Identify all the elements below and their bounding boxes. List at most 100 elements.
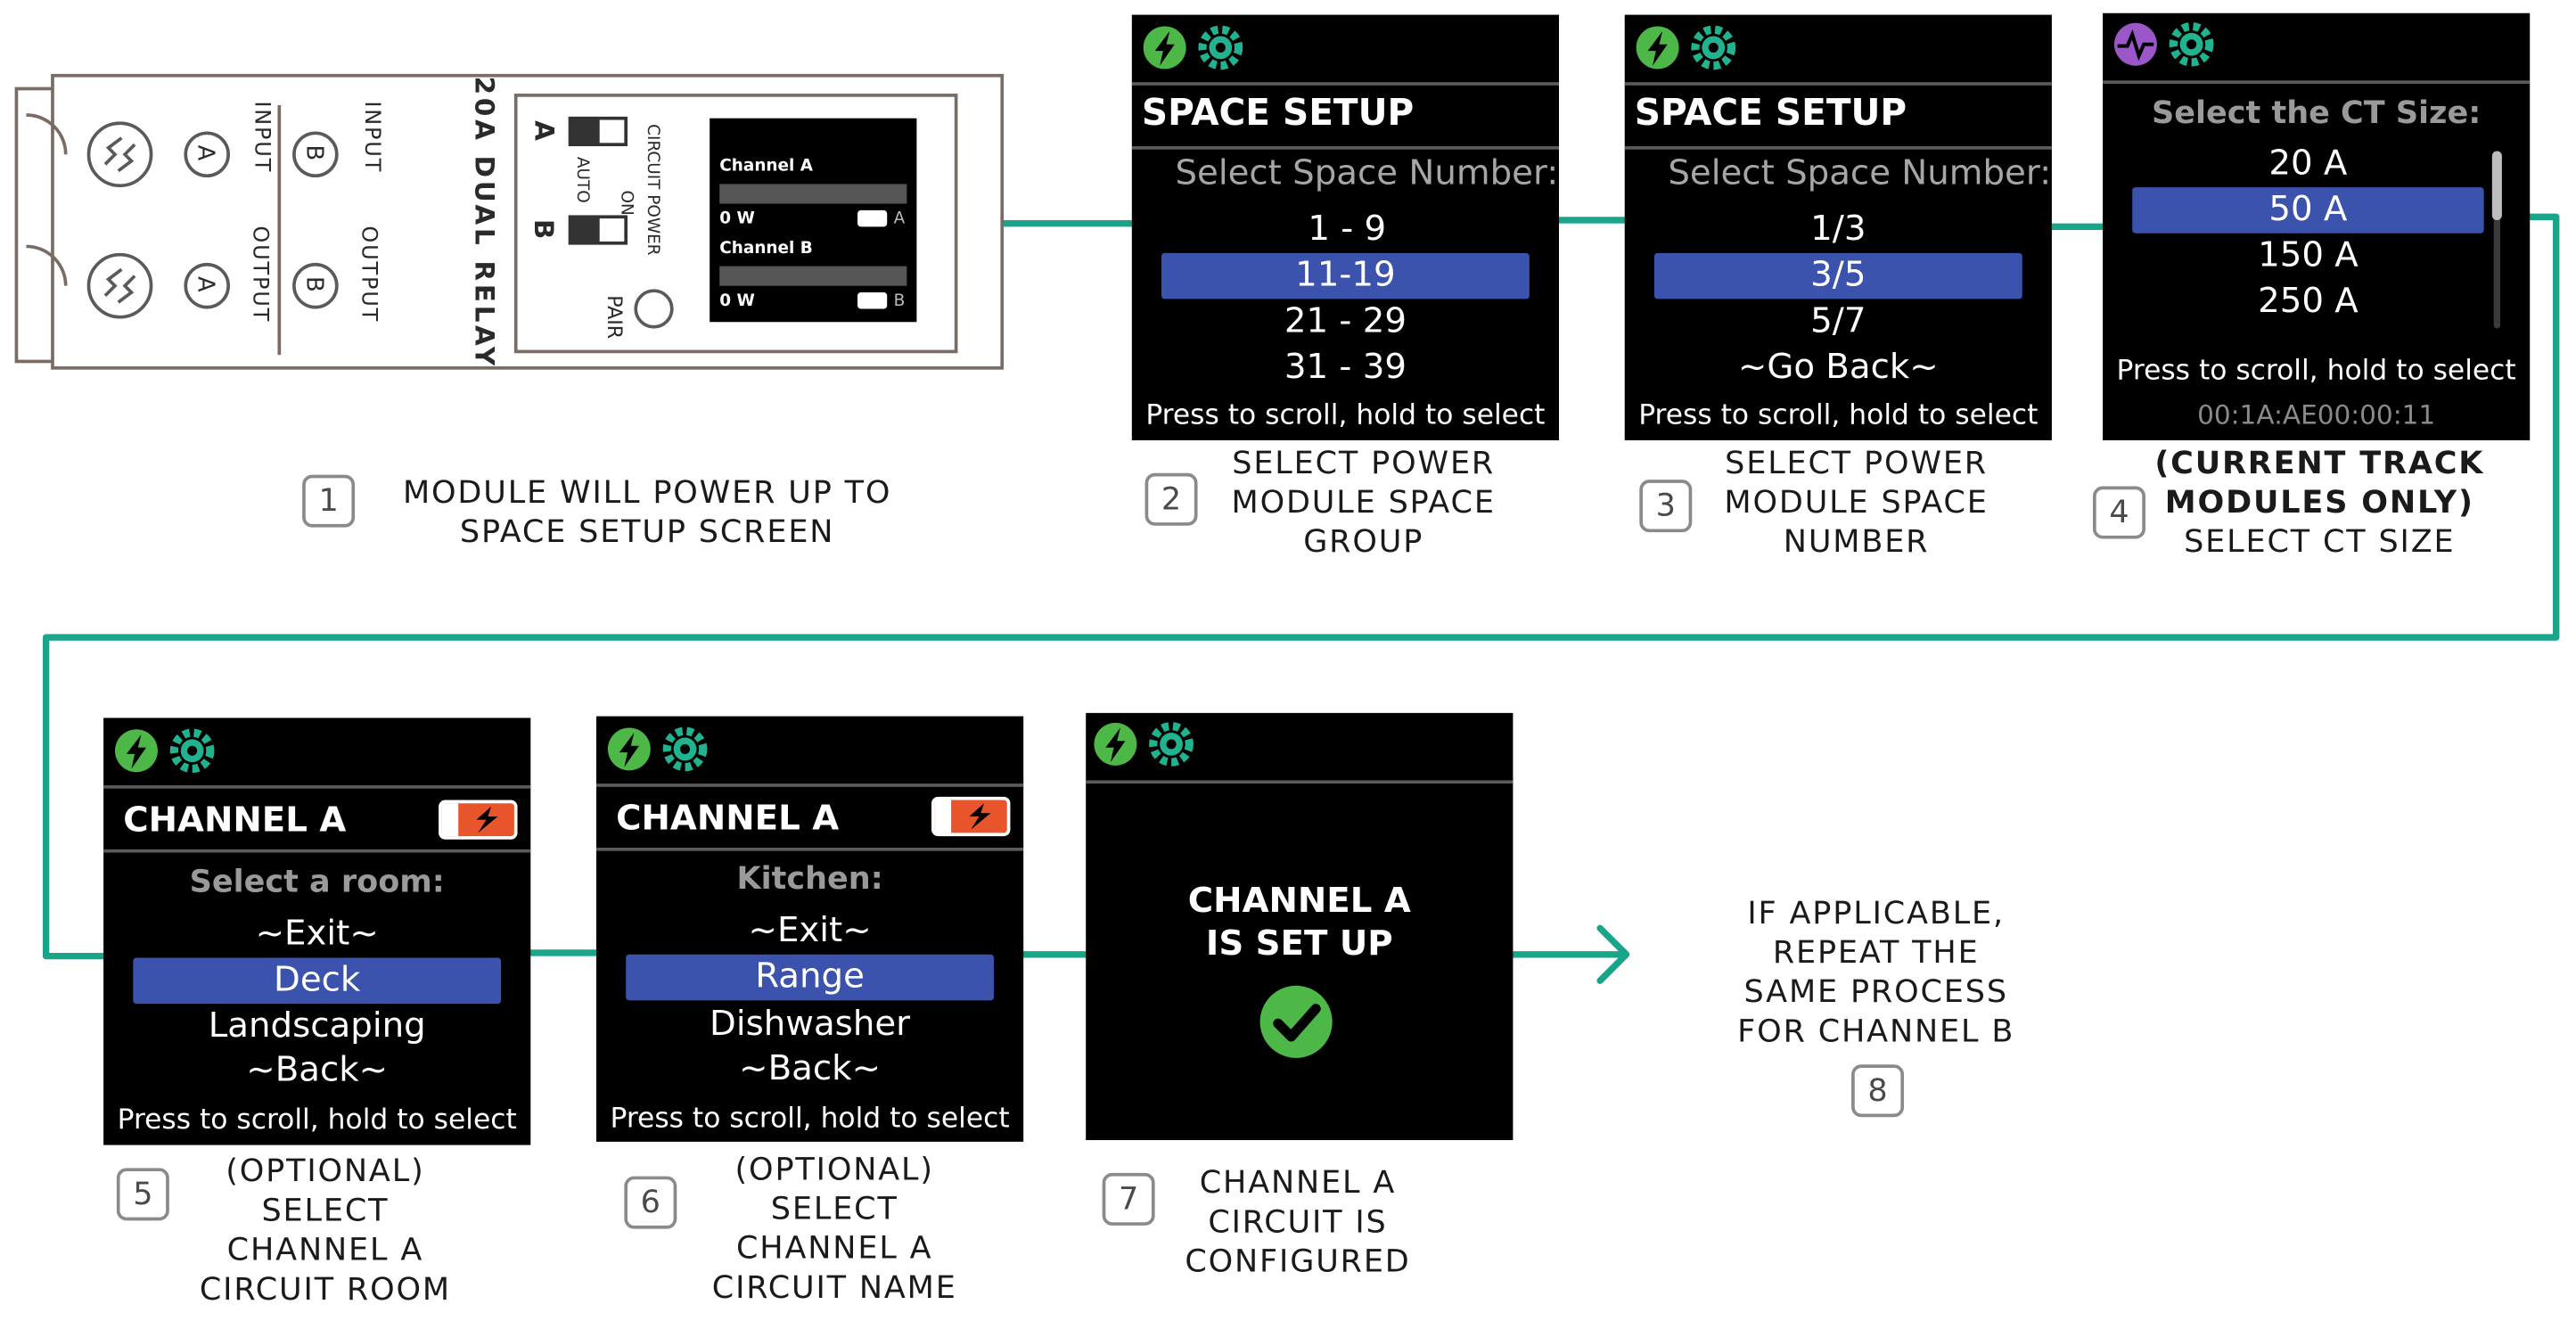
step-3-caption-line-3: NUMBER [1783,523,1930,561]
power-icon [115,729,158,773]
option-item[interactable]: 5/7 [1810,300,1866,341]
option-item[interactable]: 20 A [2268,143,2348,183]
arrowhead [1596,924,1630,984]
output-b-label: OUTPUT [356,226,381,324]
port-output-a [86,252,153,319]
option-item[interactable]: 31 - 39 [1284,346,1407,387]
step-5-caption-line-1: (OPTIONAL) [226,1153,425,1190]
step-6-caption-line-3: CHANNEL A [736,1230,933,1267]
relay-module-illustration [14,73,1005,370]
port-b-marker-top [292,131,339,178]
step-8-caption-line-2: REPEAT THE [1772,934,1980,972]
option-item-selected[interactable]: Range [755,956,865,996]
circuit-power-label: CIRCUIT POWER [643,124,661,256]
step-5-caption-line-4: CIRCUIT ROOM [199,1271,451,1309]
option-item[interactable]: Landscaping [208,1005,426,1046]
mini-tag-a: A [893,209,906,229]
step-7-screen: CHANNEL A IS SET UP [1086,712,1514,1141]
step-7-caption-line-1: CHANNEL A [1199,1164,1397,1202]
step-3-screen: SPACE SETUP Select Space Number: 1/3 3/5… [1624,14,2052,440]
step-1-caption-line-2: SPACE SETUP SCREEN [459,513,835,551]
mini-watts-a: 0 W [719,209,755,229]
screen-footer: Press to scroll, hold to select [2116,355,2516,388]
option-item[interactable]: 21 - 29 [1284,300,1407,341]
screen-footer: Press to scroll, hold to select [117,1104,517,1137]
gear-icon [1149,721,1194,767]
step-5-caption-line-2: SELECT [261,1193,390,1229]
input-b-label: INPUT [358,101,384,174]
mini-plug-icon [857,209,888,309]
step-6-screen: CHANNEL A Kitchen: ~Exit~ Range Dishwash… [596,716,1024,1142]
model-label: 20A DUAL RELAY [469,76,501,369]
screen-footer: Press to scroll, hold to select [1145,398,1546,432]
option-item-selected[interactable]: 50 A [2268,188,2348,229]
step-2-screen: SPACE SETUP Select Space Number: 1 - 9 1… [1131,14,1560,440]
selection-highlight [626,954,995,1001]
step-5-badge: 5 [116,1168,169,1221]
battery-icon [931,796,1011,837]
option-item-selected[interactable]: 11-19 [1295,254,1396,294]
step-6-badge: 6 [624,1176,677,1229]
screen-prompt: Select a room: [189,864,445,900]
screen-prompt: Kitchen: [736,860,883,898]
step-2-caption-line-1: SELECT POWER [1232,445,1496,481]
pulse-icon [2113,22,2157,66]
port-a-letter-top: A [192,144,218,161]
step-2-badge: 2 [1144,472,1198,526]
connector-row1-to-row2 [42,213,2560,960]
step-7-badge: 7 [1102,1172,1155,1226]
gear-icon [662,726,708,772]
checkmark-icon [1259,985,1333,1058]
port-a-letter-bottom: A [192,276,218,292]
gear-icon [2169,21,2214,67]
auto-label: AUTO [572,156,591,203]
port-a-marker-bottom [184,262,231,309]
mini-watts-b: 0 W [719,292,755,311]
option-item[interactable]: 1/3 [1810,209,1866,249]
screen-prompt: Select the CT Size: [2152,94,2482,132]
step-8-caption-line-1: IF APPLICABLE, [1747,895,2006,931]
step-4-screen: Select the CT Size: 20 A 50 A 150 A 250 … [2103,12,2531,440]
option-item-selected[interactable]: Deck [274,959,361,999]
gear-icon [169,728,215,774]
on-label: ON [617,190,636,216]
step-3-caption-line-2: MODULE SPACE [1724,484,1989,521]
option-item[interactable]: ~Back~ [739,1047,882,1088]
setup-message-line-1: CHANNEL A [1187,880,1411,921]
power-icon [1143,26,1186,70]
gear-icon [1198,25,1243,70]
scrollbar-track[interactable] [2493,151,2501,329]
step-6-caption-line-1: (OPTIONAL) [734,1151,934,1188]
option-item-selected[interactable]: 3/5 [1810,254,1866,294]
power-icon [1094,722,1137,766]
option-item[interactable]: ~Exit~ [255,913,379,953]
pair-button [634,289,674,329]
port-b-letter-top: B [299,144,327,161]
option-item[interactable]: 1 - 9 [1308,209,1387,249]
step-8-caption-line-3: SAME PROCESS [1743,973,2008,1011]
step-8-caption-line-4: FOR CHANNEL B [1737,1013,2015,1050]
step-4-caption-line-3: SELECT CT SIZE [2184,523,2456,561]
mini-tag-b: B [893,292,906,311]
option-item[interactable]: ~Go Back~ [1737,346,1939,387]
option-item[interactable]: ~Exit~ [748,910,872,950]
option-item[interactable]: ~Back~ [246,1049,389,1089]
selection-highlight [133,957,502,1005]
option-item[interactable]: 250 A [2258,281,2359,321]
screen-title: CHANNEL A [616,798,840,838]
screen-footer: Press to scroll, hold to select [1638,398,2039,432]
option-item[interactable]: 150 A [2258,234,2359,275]
step-6-caption-line-2: SELECT [770,1191,898,1227]
output-a-label: OUTPUT [247,226,273,324]
step-4-caption-line-2: MODULES ONLY) [2164,484,2474,521]
switch-b-label: B [528,218,560,240]
port-b-marker-bottom [292,262,339,309]
selection-highlight [2132,187,2484,234]
screen-prompt: Select Space Number: [1668,152,2052,193]
option-item[interactable]: Dishwasher [710,1004,911,1044]
scrollbar-thumb[interactable] [2491,151,2502,220]
circuit-switches [568,116,628,245]
selection-highlight [1161,252,1530,299]
selection-highlight [1653,252,2022,299]
